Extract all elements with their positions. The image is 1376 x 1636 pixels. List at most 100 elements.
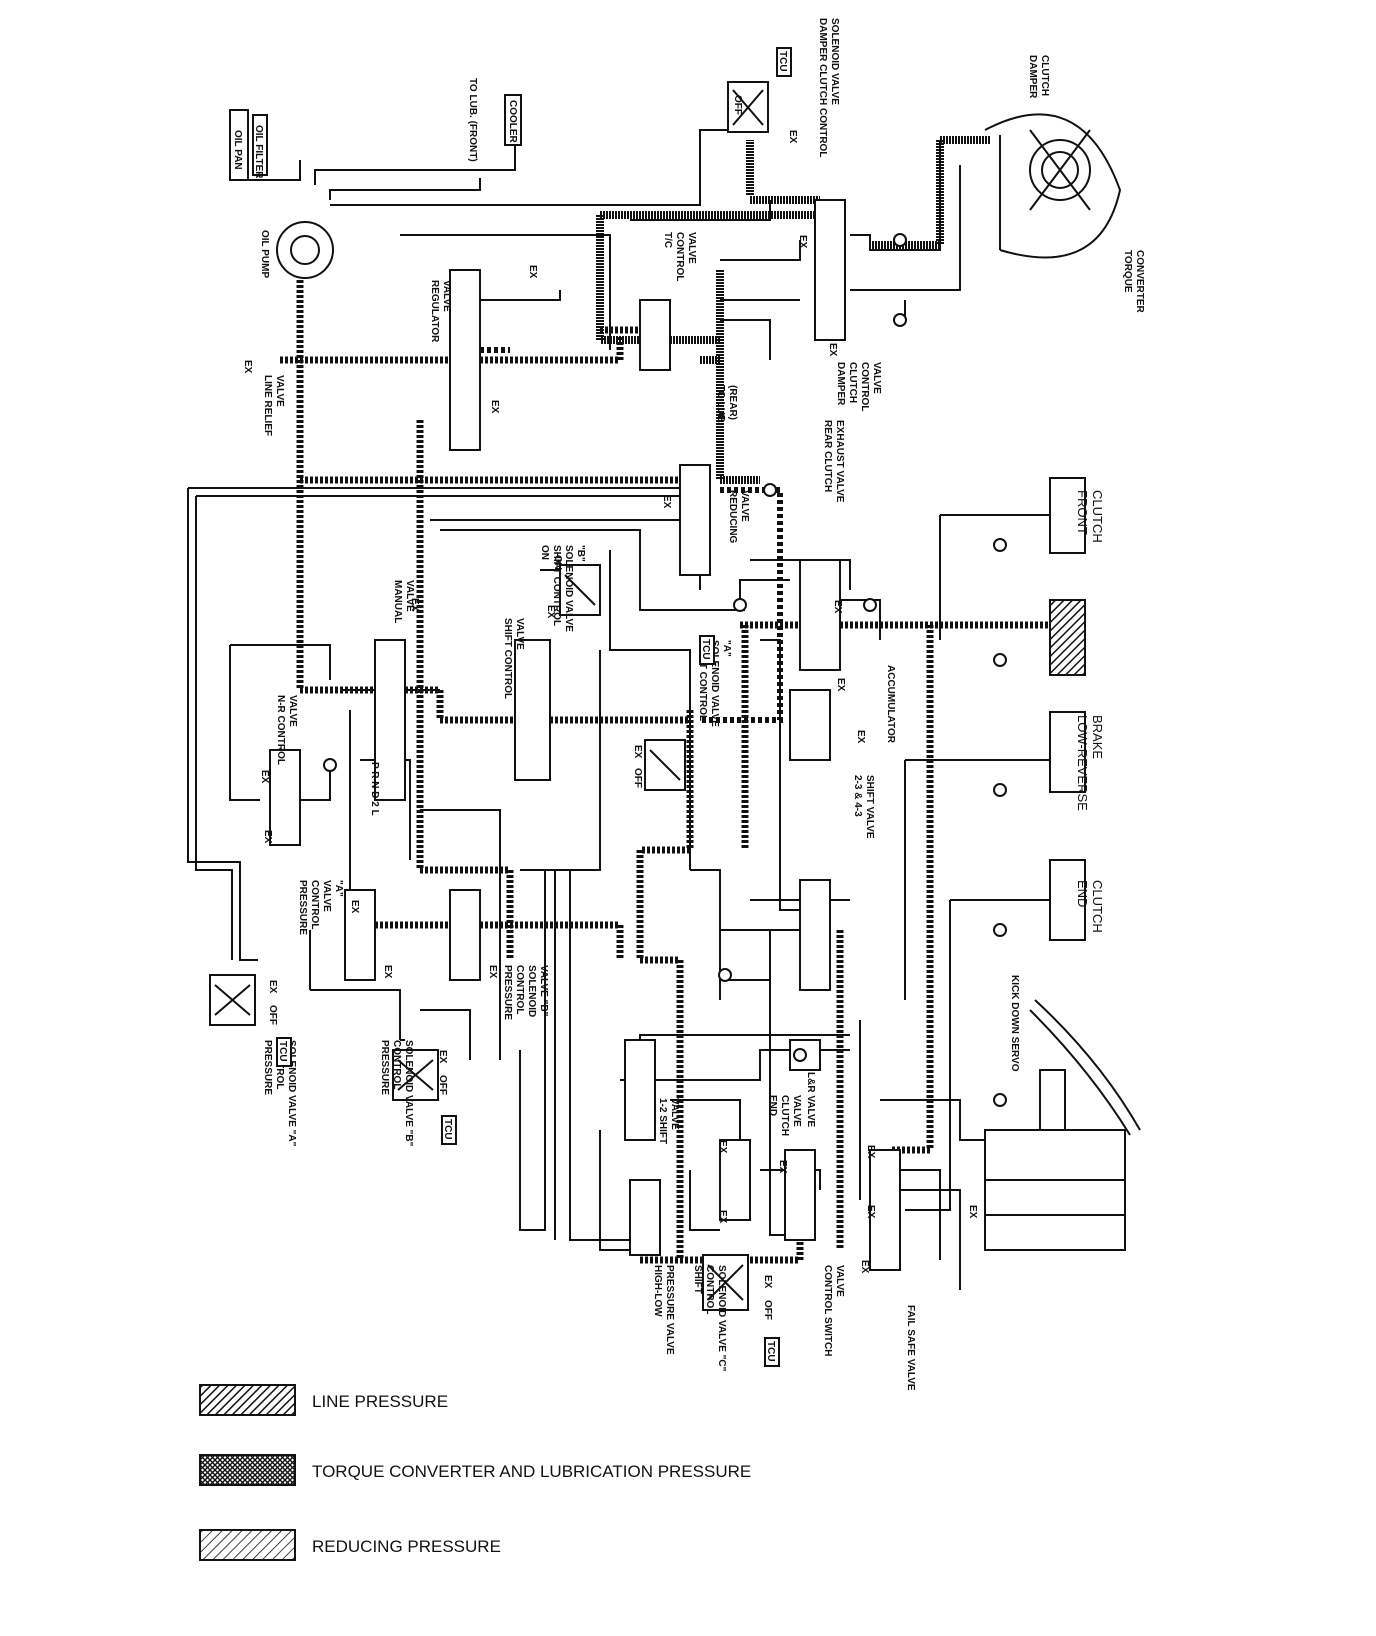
label-dccv-4: VALVE [871, 362, 882, 394]
ex-5: EX [242, 360, 253, 374]
cooler-box [504, 94, 522, 146]
label-pcva-2: CONTROL [309, 880, 320, 929]
label-pcsb-3: SOLENOID [526, 965, 537, 1017]
regulator-valve-body [449, 269, 481, 451]
pressure-control-solenoid-b-body [449, 889, 481, 981]
label-oil-filter: OIL FILTER [253, 125, 264, 179]
ex-28: EX [762, 1275, 773, 1289]
ex-20: EX [437, 1050, 448, 1064]
label-oil-pan: OIL PAN [232, 130, 243, 170]
tcu-label-2: TCU [700, 639, 711, 660]
off-4: OFF [437, 1075, 448, 1095]
label-scsb-1: ON [539, 545, 550, 560]
label-tc-2: CONTROL [674, 232, 685, 281]
label-ecv-1: END [767, 1095, 778, 1116]
label-hlp-1: HIGH-LOW [652, 1265, 663, 1317]
ex-17: EX [382, 965, 393, 979]
svg-text:ON: ON [539, 545, 550, 560]
front-clutch-box [1049, 477, 1086, 554]
label-scsc-3: SOLENOID VALVE "C" [716, 1265, 727, 1372]
rear-clutch-exhaust-valve-body [799, 559, 841, 671]
legend-label-line-pressure: LINE PRESSURE [312, 1392, 448, 1411]
svg-text:CONTROL: CONTROL [309, 880, 320, 929]
label-dccv-2: CLUTCH [847, 362, 858, 403]
svg-text:CLUTCH: CLUTCH [1039, 55, 1050, 96]
ex-19: EX [267, 980, 278, 994]
label-kick-down-servo: KICK DOWN SERVO [1009, 975, 1020, 1072]
svg-text:SOLENOID VALVE: SOLENOID VALVE [563, 545, 574, 632]
manual-valve-body [374, 639, 406, 801]
svg-text:PRESSURE: PRESSURE [502, 965, 513, 1020]
svg-text:CLUTCH: CLUTCH [847, 362, 858, 403]
ex-21: EX [717, 1140, 728, 1154]
svg-text:SOLENOID VALVE "A": SOLENOID VALVE "A" [286, 1040, 297, 1147]
label-tc-1: T/C [662, 232, 673, 248]
svg-text:PRESSURE: PRESSURE [379, 1040, 390, 1095]
label-s12-1: 1-2 SHIFT [657, 1098, 668, 1144]
svg-text:CONTROL: CONTROL [391, 1040, 402, 1089]
ex-12: EX [855, 730, 866, 744]
svg-text:VALVE: VALVE [287, 695, 298, 727]
ex-markers: EX OFF EX EX EX EX EX EX ON EX EX EX EX … [242, 95, 978, 1320]
svg-text:SOLENOID VALVE: SOLENOID VALVE [709, 640, 720, 727]
label-reg-1: REGULATOR [429, 280, 440, 343]
svg-text:VALVE: VALVE [404, 580, 415, 612]
svg-text:VALVE: VALVE [441, 280, 452, 312]
ex-1: EX [787, 130, 798, 144]
label-scsb-3: SOLENOID VALVE [563, 545, 574, 632]
low-reverse-brake-box [1049, 711, 1086, 793]
label-scv-1: SHIFT CONTROL [502, 618, 513, 699]
legend-label-reducing: REDUCING PRESSURE [312, 1537, 501, 1556]
control-switch-valve-body [784, 1149, 816, 1241]
legend-swatch-tc-lub [199, 1454, 296, 1486]
svg-text:VALVE: VALVE [834, 1265, 845, 1297]
oil-filter-box [252, 114, 268, 176]
ex-18: EX [487, 965, 498, 979]
svg-text:END: END [1075, 880, 1090, 907]
label-scsa-2: SOLENOID VALVE [709, 640, 720, 727]
label-pcsa-1: PRESSURE [262, 1040, 273, 1095]
label-torque-converter-2: CONVERTER [1134, 250, 1145, 314]
label-lub-rear-1: TO LUB. [715, 385, 726, 425]
svg-text:"A": "A" [333, 880, 344, 897]
clutch-boxes [1049, 477, 1086, 941]
high-low-pressure-valve-body [629, 1179, 661, 1256]
svg-text:REAR CLUTCH: REAR CLUTCH [822, 420, 833, 492]
label-nr-2: VALVE [287, 695, 298, 727]
label-pcsb-4: VALVE "B" [538, 965, 549, 1017]
svg-text:"A": "A" [721, 640, 732, 657]
label-pcsb2-3: SOLENOID VALVE "B" [403, 1040, 414, 1147]
svg-text:CONTROL SWITCH: CONTROL SWITCH [822, 1265, 833, 1356]
on-1: ON [552, 555, 563, 570]
label-prnd2l: P R N D 2 L [369, 762, 380, 816]
svg-text:PRESSURE: PRESSURE [297, 880, 308, 935]
svg-text:VALVE: VALVE [514, 618, 525, 650]
label-scsa-1: SHIFT CONTROL [697, 640, 708, 721]
tcu-label-1: TCU [777, 51, 788, 72]
svg-text:VALVE: VALVE [274, 375, 285, 407]
off-5: OFF [762, 1300, 773, 1320]
label-damper-clutch-1: DAMPER [1027, 55, 1038, 99]
svg-text:VALVE "B": VALVE "B" [538, 965, 549, 1017]
label-pcsb2-1: PRESSURE [379, 1040, 390, 1095]
label-pcva-1: PRESSURE [297, 880, 308, 935]
reducing-pressure-lines [480, 347, 783, 723]
ex-7: EX [661, 495, 672, 509]
reducing-valve-body [679, 464, 711, 576]
label-csv-2: VALVE [834, 1265, 845, 1297]
component-labels: DAMPER CLUTCH CONTROL SOLENOID VALVE DAM… [232, 18, 1145, 1391]
svg-text:PRESSURE: PRESSURE [262, 1040, 273, 1095]
svg-text:SOLENOID VALVE: SOLENOID VALVE [829, 18, 840, 105]
solenoids [209, 81, 769, 1311]
label-sv23-1: 2-3 & 4-3 [852, 775, 863, 817]
svg-text:VALVE: VALVE [686, 232, 697, 264]
label-csv-1: CONTROL SWITCH [822, 1265, 833, 1356]
label-lub-rear-2: (REAR) [727, 385, 738, 420]
tcu-label-5: TCU [765, 1341, 776, 1362]
svg-text:SHIFT CONTROL: SHIFT CONTROL [551, 545, 562, 626]
svg-text:SHIFT: SHIFT [692, 1265, 703, 1294]
ex-3: EX [527, 265, 538, 279]
svg-text:CONVERTER: CONVERTER [1134, 250, 1145, 314]
label-reg-2: VALVE [441, 280, 452, 312]
